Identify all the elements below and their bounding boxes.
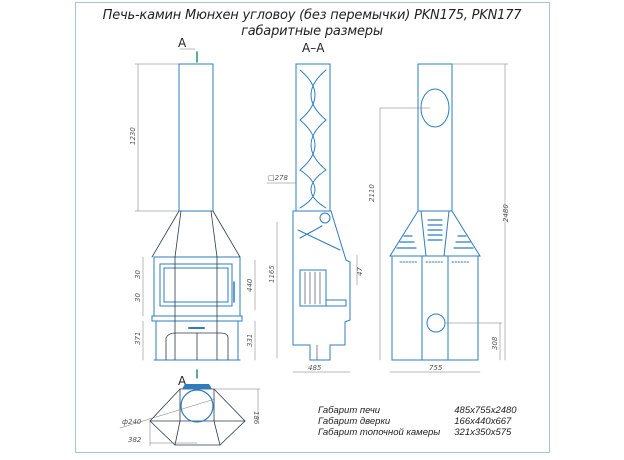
dim-diameter: ф240 xyxy=(122,418,142,426)
spec-label: Габарит топочной камеры xyxy=(318,427,441,438)
dim-base-height: 371 xyxy=(134,332,142,345)
dim-base-inner: 331 xyxy=(246,334,254,347)
dim-bottom-offset: 30 xyxy=(134,293,142,302)
section-title: A–A xyxy=(302,41,325,55)
dim-offset: 382 xyxy=(128,436,142,444)
spec-value: 321x350x575 xyxy=(454,427,512,438)
spec-table: Габарит печи 485x755x2480 Габарит дверки… xyxy=(318,405,517,438)
plan-view: ф240 382 186 xyxy=(119,384,261,447)
spec-label: Габарит печи xyxy=(318,405,381,416)
dim-outlet-height: 308 xyxy=(491,336,499,350)
dim-section-height: 1165 xyxy=(268,265,276,283)
section-marker-top: A xyxy=(178,36,187,50)
dim-width: 755 xyxy=(429,364,443,372)
front-view: A A 1230 30 30 440 371 331 xyxy=(129,36,256,388)
dim-door-height: 440 xyxy=(246,278,254,292)
dim-pipe-size: □278 xyxy=(268,174,289,182)
section-marker-bottom: A xyxy=(178,374,187,388)
drawing-subtitle: габаритные размеры xyxy=(241,24,383,39)
spec-label: Габарит дверки xyxy=(318,416,391,427)
dim-gap: 47 xyxy=(356,267,364,276)
side-view: 2480 308 755 xyxy=(379,63,510,373)
dim-total-height: 2480 xyxy=(502,204,510,222)
dim-chimney-height: 1230 xyxy=(129,127,137,145)
dim-plan-depth: 186 xyxy=(252,411,260,425)
dim-depth: 485 xyxy=(308,364,322,372)
drawing-frame xyxy=(75,2,550,453)
section-view: A–A □278 1165 47 485 2110 xyxy=(266,41,376,373)
spec-value: 166x440x667 xyxy=(454,416,512,427)
dim-top-offset: 30 xyxy=(134,270,142,279)
drawing-title: Печь-камин Мюнхен угловоу (без перемычки… xyxy=(102,8,522,23)
spec-value: 485x755x2480 xyxy=(454,405,517,416)
dim-total-2110: 2110 xyxy=(368,184,376,202)
